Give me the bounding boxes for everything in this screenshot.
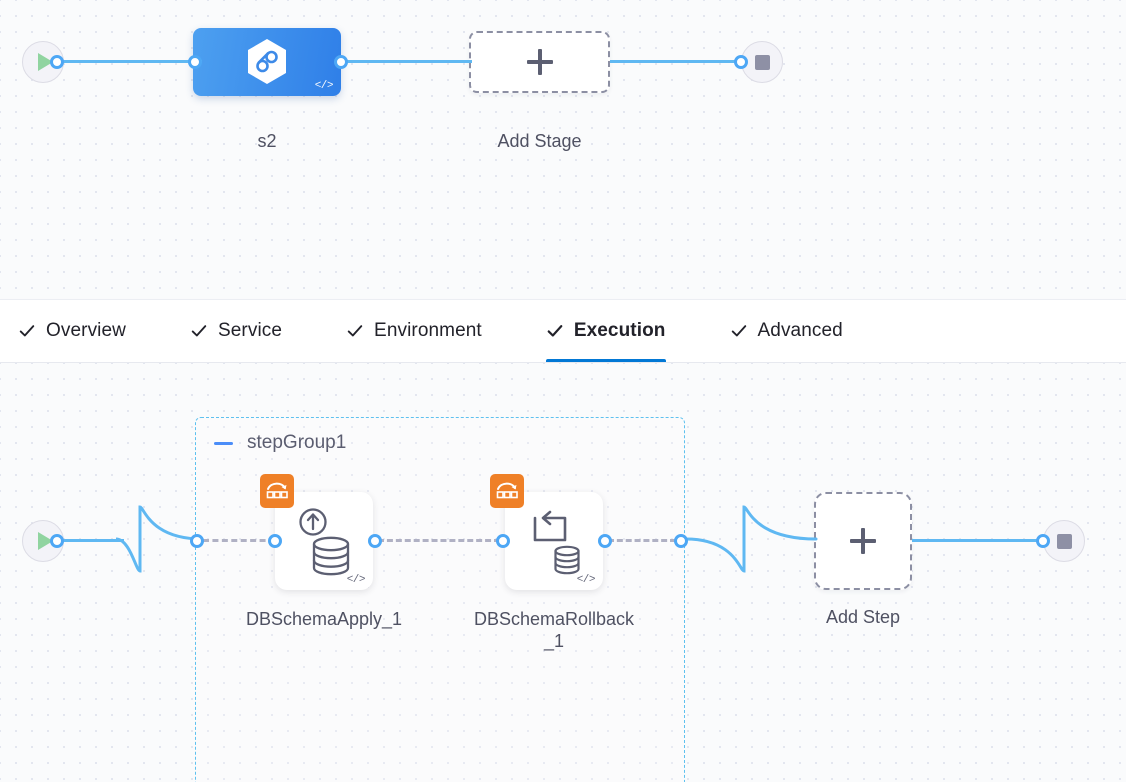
group-exit-wave-connector [686, 505, 818, 573]
connector-step1-to-step2 [378, 539, 500, 542]
step1-input-port[interactable] [268, 534, 282, 548]
add-step-button[interactable] [814, 492, 912, 590]
tab-service-label: Service [217, 320, 283, 341]
step1-code-badge: </> [346, 574, 366, 586]
connector-add-stage-to-end [610, 60, 746, 63]
db-schema-rollback-icon [533, 510, 580, 575]
tab-execution[interactable]: Execution [545, 300, 690, 362]
step1-output-port[interactable] [368, 534, 382, 548]
connector-add-step-to-end [912, 539, 1048, 542]
connector-step2-to-group-exit [608, 539, 676, 542]
step-node-dbschemaapply[interactable]: </> [260, 474, 373, 590]
execution-end-node[interactable] [1043, 520, 1085, 562]
tab-environment[interactable]: Environment [346, 300, 506, 362]
stage-node-label: s2 [257, 131, 277, 151]
tab-advanced[interactable]: Advanced [730, 300, 867, 362]
play-icon [37, 53, 53, 71]
step-node-dbschemarollback[interactable]: </> [490, 474, 603, 590]
liquibase-icon [260, 474, 294, 508]
execution-start-port[interactable] [50, 534, 64, 548]
group-output-port[interactable] [674, 534, 688, 548]
play-icon [37, 532, 53, 550]
stage-start-port[interactable] [50, 55, 64, 69]
step-node-dbschemaapply-label: DBSchemaApply_1 [245, 609, 403, 629]
tab-execution-label: Execution [573, 320, 666, 341]
stop-icon [754, 54, 770, 70]
stage-end-port[interactable] [734, 55, 748, 69]
harness-cd-hexagon-icon [248, 39, 286, 84]
add-stage-button[interactable] [469, 31, 610, 93]
step-group-stepgroup1[interactable]: stepGroup1 [195, 417, 685, 782]
check-icon [19, 325, 35, 337]
add-step-label: Add Step [825, 607, 901, 627]
plus-icon [850, 528, 876, 554]
add-stage-label: Add Stage [497, 131, 582, 151]
stage-node-input-port[interactable] [188, 55, 202, 69]
tab-advanced-label: Advanced [757, 320, 843, 341]
stage-code-badge: </> [314, 80, 334, 92]
plus-icon [526, 49, 553, 75]
check-icon [731, 325, 746, 337]
step-group-title: stepGroup1 [247, 432, 347, 453]
tab-overview[interactable]: Overview [18, 300, 150, 362]
tab-overview-label: Overview [46, 320, 126, 341]
group-entry-wave-connector [116, 505, 204, 573]
stage-node-output-port[interactable] [334, 55, 348, 69]
tab-environment-label: Environment [374, 320, 482, 341]
connector-group-to-step1 [203, 539, 275, 542]
step-node-dbschemarollback-label: DBSchemaRollback_1 [473, 609, 635, 651]
tab-service[interactable]: Service [190, 300, 306, 362]
group-input-port[interactable] [190, 534, 204, 548]
check-icon [191, 325, 207, 337]
stage-tab-bar[interactable]: Overview Service Environment Execution A… [0, 299, 1126, 363]
execution-canvas[interactable]: stepGroup1 [0, 363, 1126, 782]
connector-start-to-s2 [62, 60, 202, 63]
connector-s2-to-add-stage [346, 60, 472, 63]
stage-node-s2[interactable]: </> [193, 28, 341, 96]
step-group-header[interactable]: stepGroup1 [214, 432, 346, 454]
connector-start-to-group [62, 539, 124, 542]
step2-output-port[interactable] [598, 534, 612, 548]
stop-icon [1056, 533, 1072, 549]
db-schema-apply-icon [299, 508, 350, 576]
check-icon [347, 325, 363, 337]
check-icon [547, 325, 563, 337]
stage-canvas[interactable]: </> s2 Add Stage [0, 0, 1126, 299]
step2-input-port[interactable] [496, 534, 510, 548]
liquibase-icon [490, 474, 524, 508]
minus-icon[interactable] [214, 441, 233, 445]
step2-code-badge: </> [576, 574, 596, 586]
execution-end-port[interactable] [1036, 534, 1050, 548]
